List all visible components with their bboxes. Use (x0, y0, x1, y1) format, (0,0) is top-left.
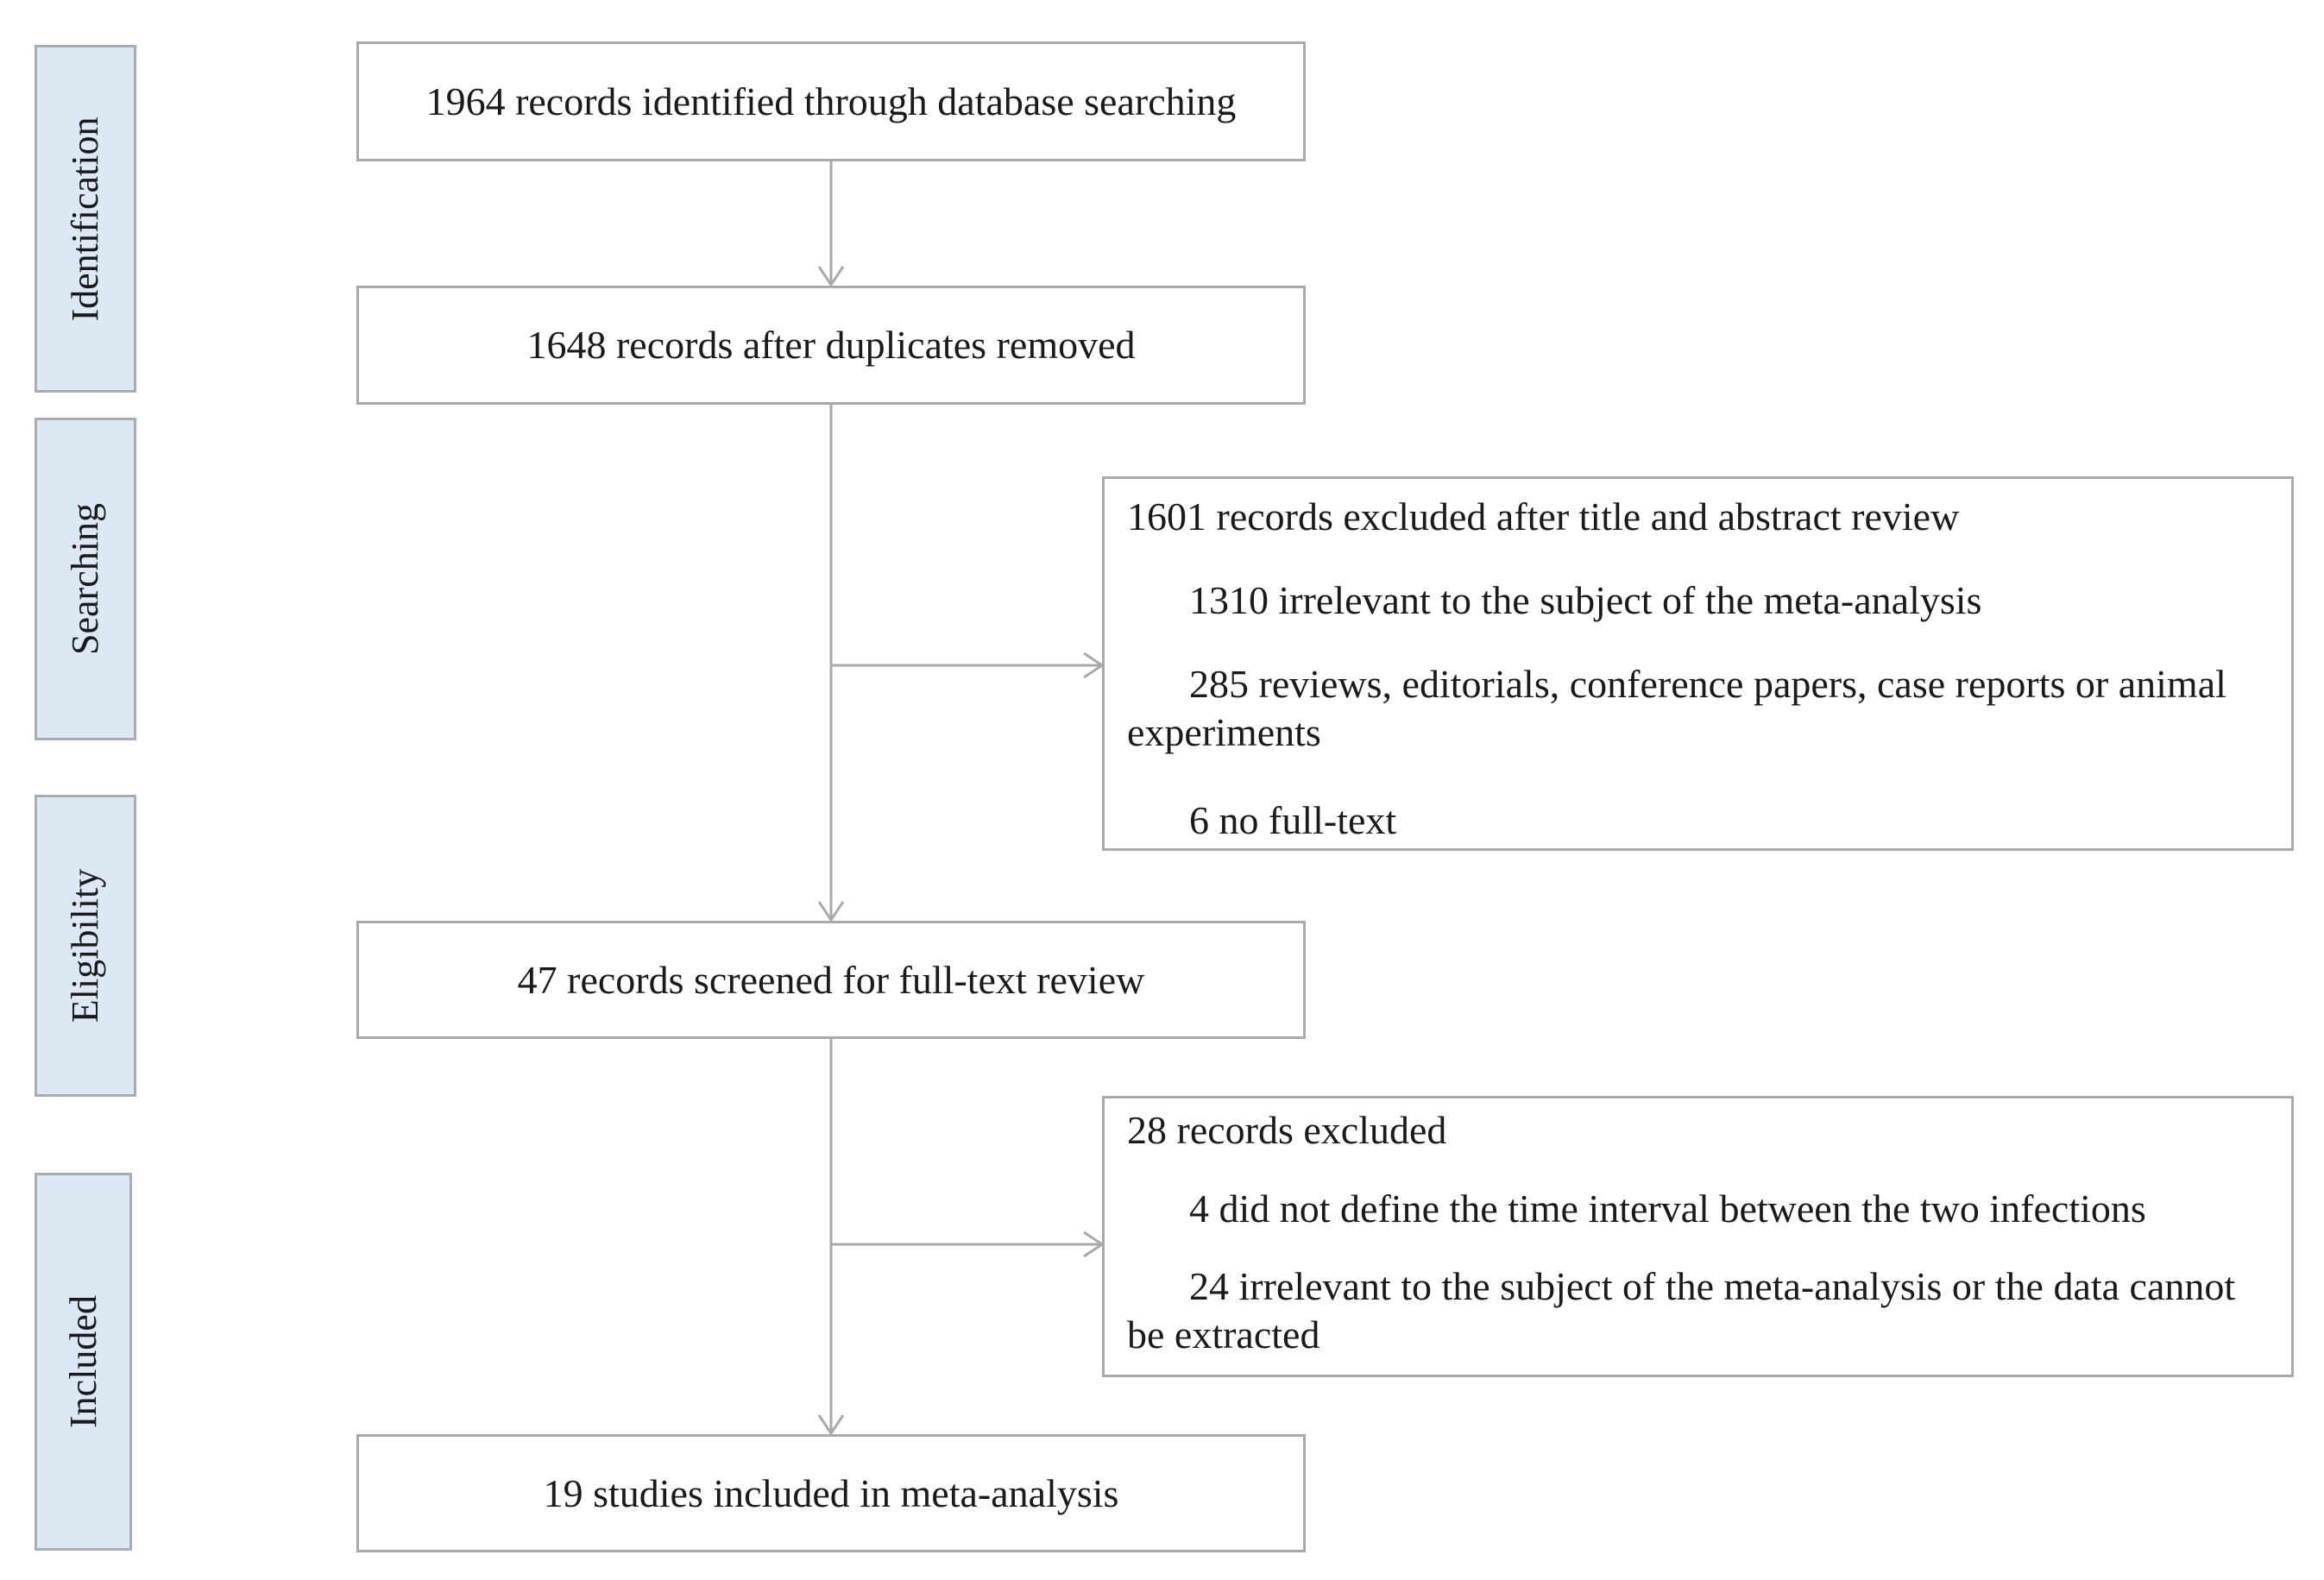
exclusion-2-item-irrelevant: 24 irrelevant to the subject of the meta… (1127, 1264, 2236, 1357)
records-deduplicated-text: 1648 records after duplicates removed (526, 323, 1136, 368)
box-records-deduplicated: 1648 records after duplicates removed (356, 286, 1306, 405)
exclusion-2-title: 28 records excluded (1127, 1108, 1447, 1152)
box-studies-included: 19 studies included in meta-analysis (356, 1434, 1306, 1552)
records-identified-text: 1964 records identified through database… (425, 79, 1237, 123)
studies-included-text: 19 studies included in meta-analysis (543, 1470, 1119, 1515)
exclusion-1-item-reviews: 285 reviews, editorials, conference pape… (1127, 662, 2226, 755)
exclusion-1-title: 1601 records excluded after title and ab… (1127, 494, 1960, 538)
box-records-screened: 47 records screened for full-text review (356, 921, 1306, 1039)
stage-identification: Identification (35, 45, 136, 393)
box-records-identified: 1964 records identified through database… (356, 41, 1306, 161)
stage-included: Included (35, 1173, 132, 1551)
exclusion-1-item-irrelevant: 1310 irrelevant to the subject of the me… (1189, 578, 1982, 622)
arrowhead-deduplicated (817, 266, 845, 287)
arrowhead-included (817, 1414, 845, 1436)
exclusion-2-item-time-interval: 4 did not define the time interval betwe… (1189, 1187, 2146, 1231)
arrowhead-screened (817, 901, 845, 922)
box-exclusion-full-text: 28 records excluded 4 did not define the… (1102, 1096, 2294, 1377)
stage-searching: Searching (35, 418, 136, 740)
records-screened-text: 47 records screened for full-text review (517, 957, 1145, 1002)
stage-eligibility: Eligibility (35, 795, 136, 1097)
exclusion-1-item-no-fulltext: 6 no full-text (1189, 798, 1397, 842)
box-exclusion-title-abstract: 1601 records excluded after title and ab… (1102, 476, 2294, 851)
